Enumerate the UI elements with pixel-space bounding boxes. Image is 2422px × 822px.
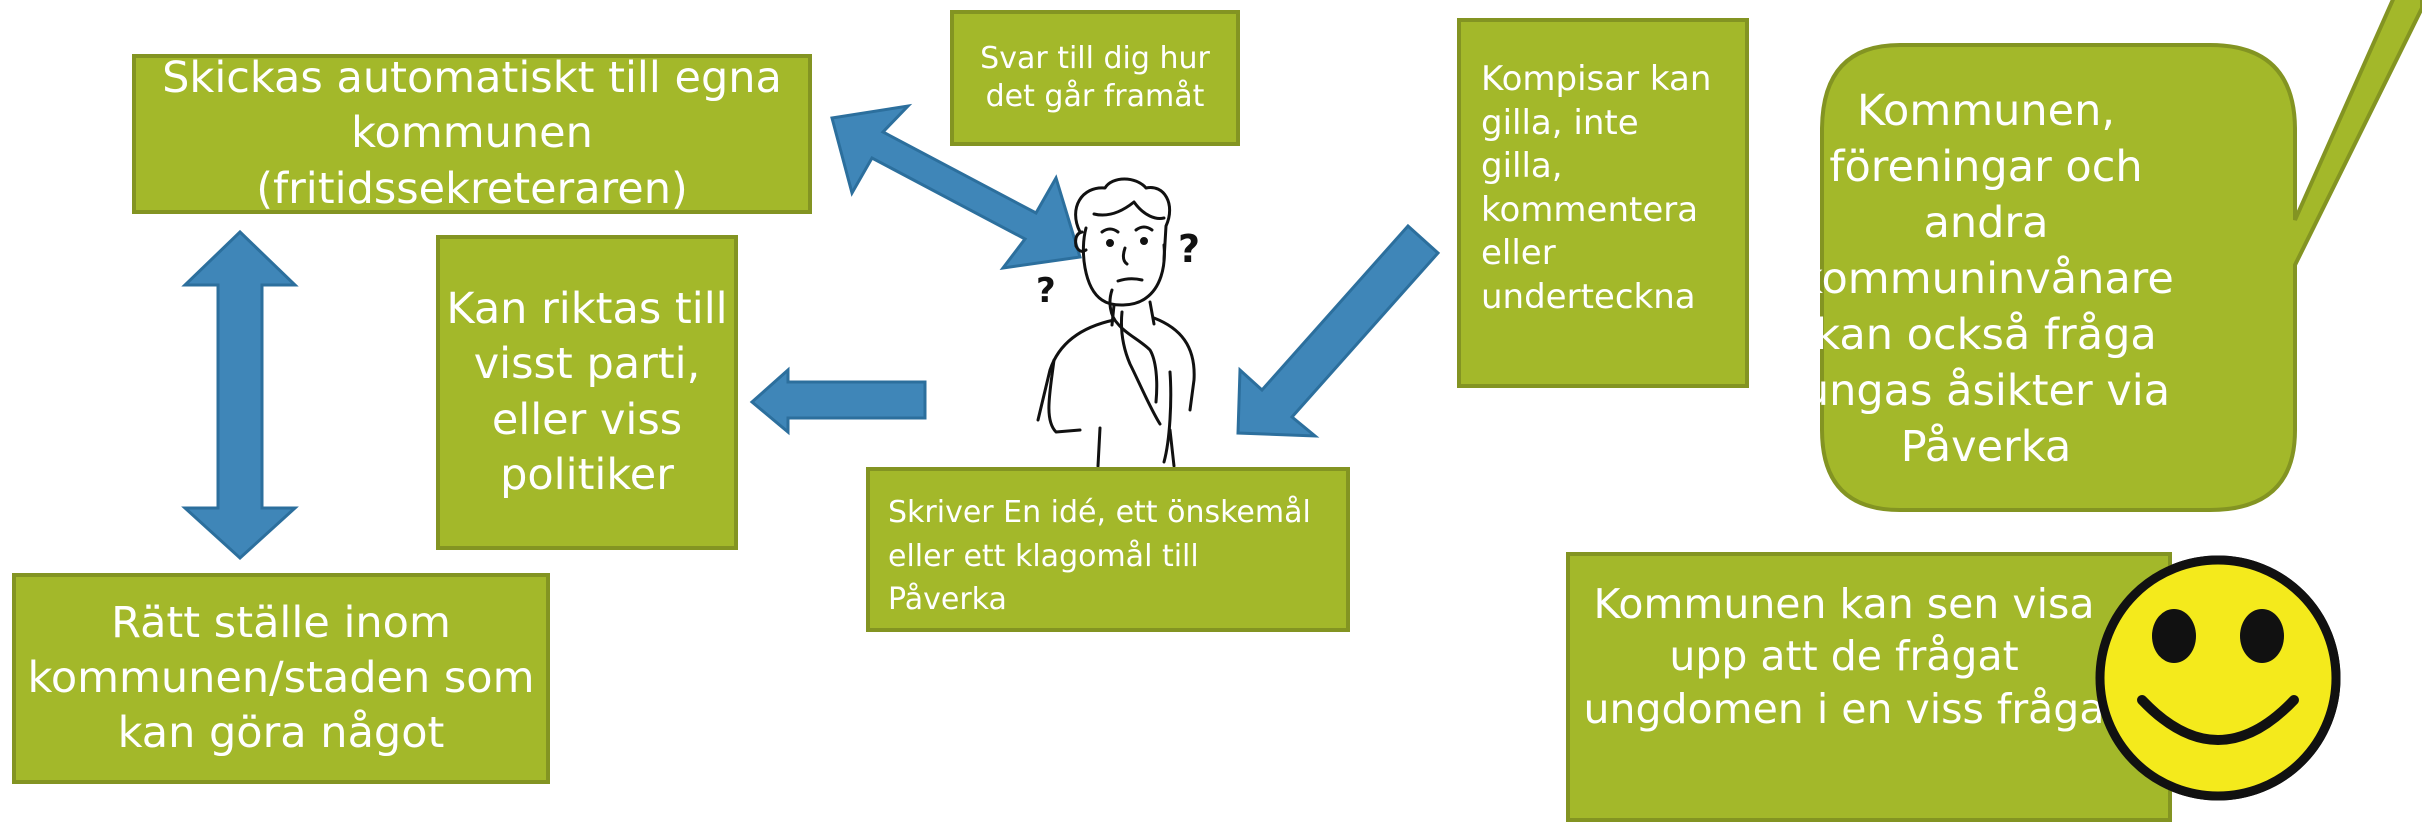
directed-box: Kan riktas till visst parti, eller viss … bbox=[436, 235, 738, 550]
speech-bubble-shape bbox=[1820, 0, 2422, 512]
thinking-person-figure bbox=[1036, 177, 1196, 468]
arrow-diagonal-down-left bbox=[1236, 223, 1441, 438]
auto-send-box: Skickas automatiskt till egna kommunen (… bbox=[132, 53, 812, 214]
directed-text: Kan riktas till visst parti, eller viss … bbox=[446, 284, 728, 500]
arrow-left bbox=[749, 366, 927, 436]
question-mark-right: ? bbox=[1178, 227, 1200, 271]
writes-box: Skriver En idé, ett önskemål eller ett k… bbox=[866, 467, 1350, 632]
question-mark-left: ? bbox=[1036, 271, 1056, 311]
friends-box: Kompisar kan gilla, inte gilla, kommente… bbox=[1457, 18, 1749, 388]
show-box: Kommunen kan sen visa upp att de frågat … bbox=[1566, 552, 2172, 822]
feedback-text: Svar till dig hur det går framåt bbox=[980, 40, 1210, 114]
show-text: Kommunen kan sen visa upp att de frågat … bbox=[1583, 580, 2105, 733]
friends-text: Kompisar kan gilla, inte gilla, kommente… bbox=[1481, 59, 1712, 317]
writes-text: Skriver En idé, ett önskemål eller ett k… bbox=[888, 495, 1311, 617]
arrow-double-vertical bbox=[181, 229, 299, 561]
right-place-text: Rätt ställe inom kommunen/staden som kan… bbox=[27, 597, 535, 759]
feedback-box: Svar till dig hur det går framåt bbox=[950, 10, 1240, 146]
speech-bubble-text: Kommunen, föreningar och andra kommuninv… bbox=[1798, 86, 2174, 472]
arrow-double-diagonal bbox=[830, 103, 1082, 271]
right-place-box: Rätt ställe inom kommunen/staden som kan… bbox=[12, 573, 550, 784]
auto-send-text: Skickas automatiskt till egna kommunen (… bbox=[162, 53, 782, 214]
arrows bbox=[181, 103, 1441, 561]
